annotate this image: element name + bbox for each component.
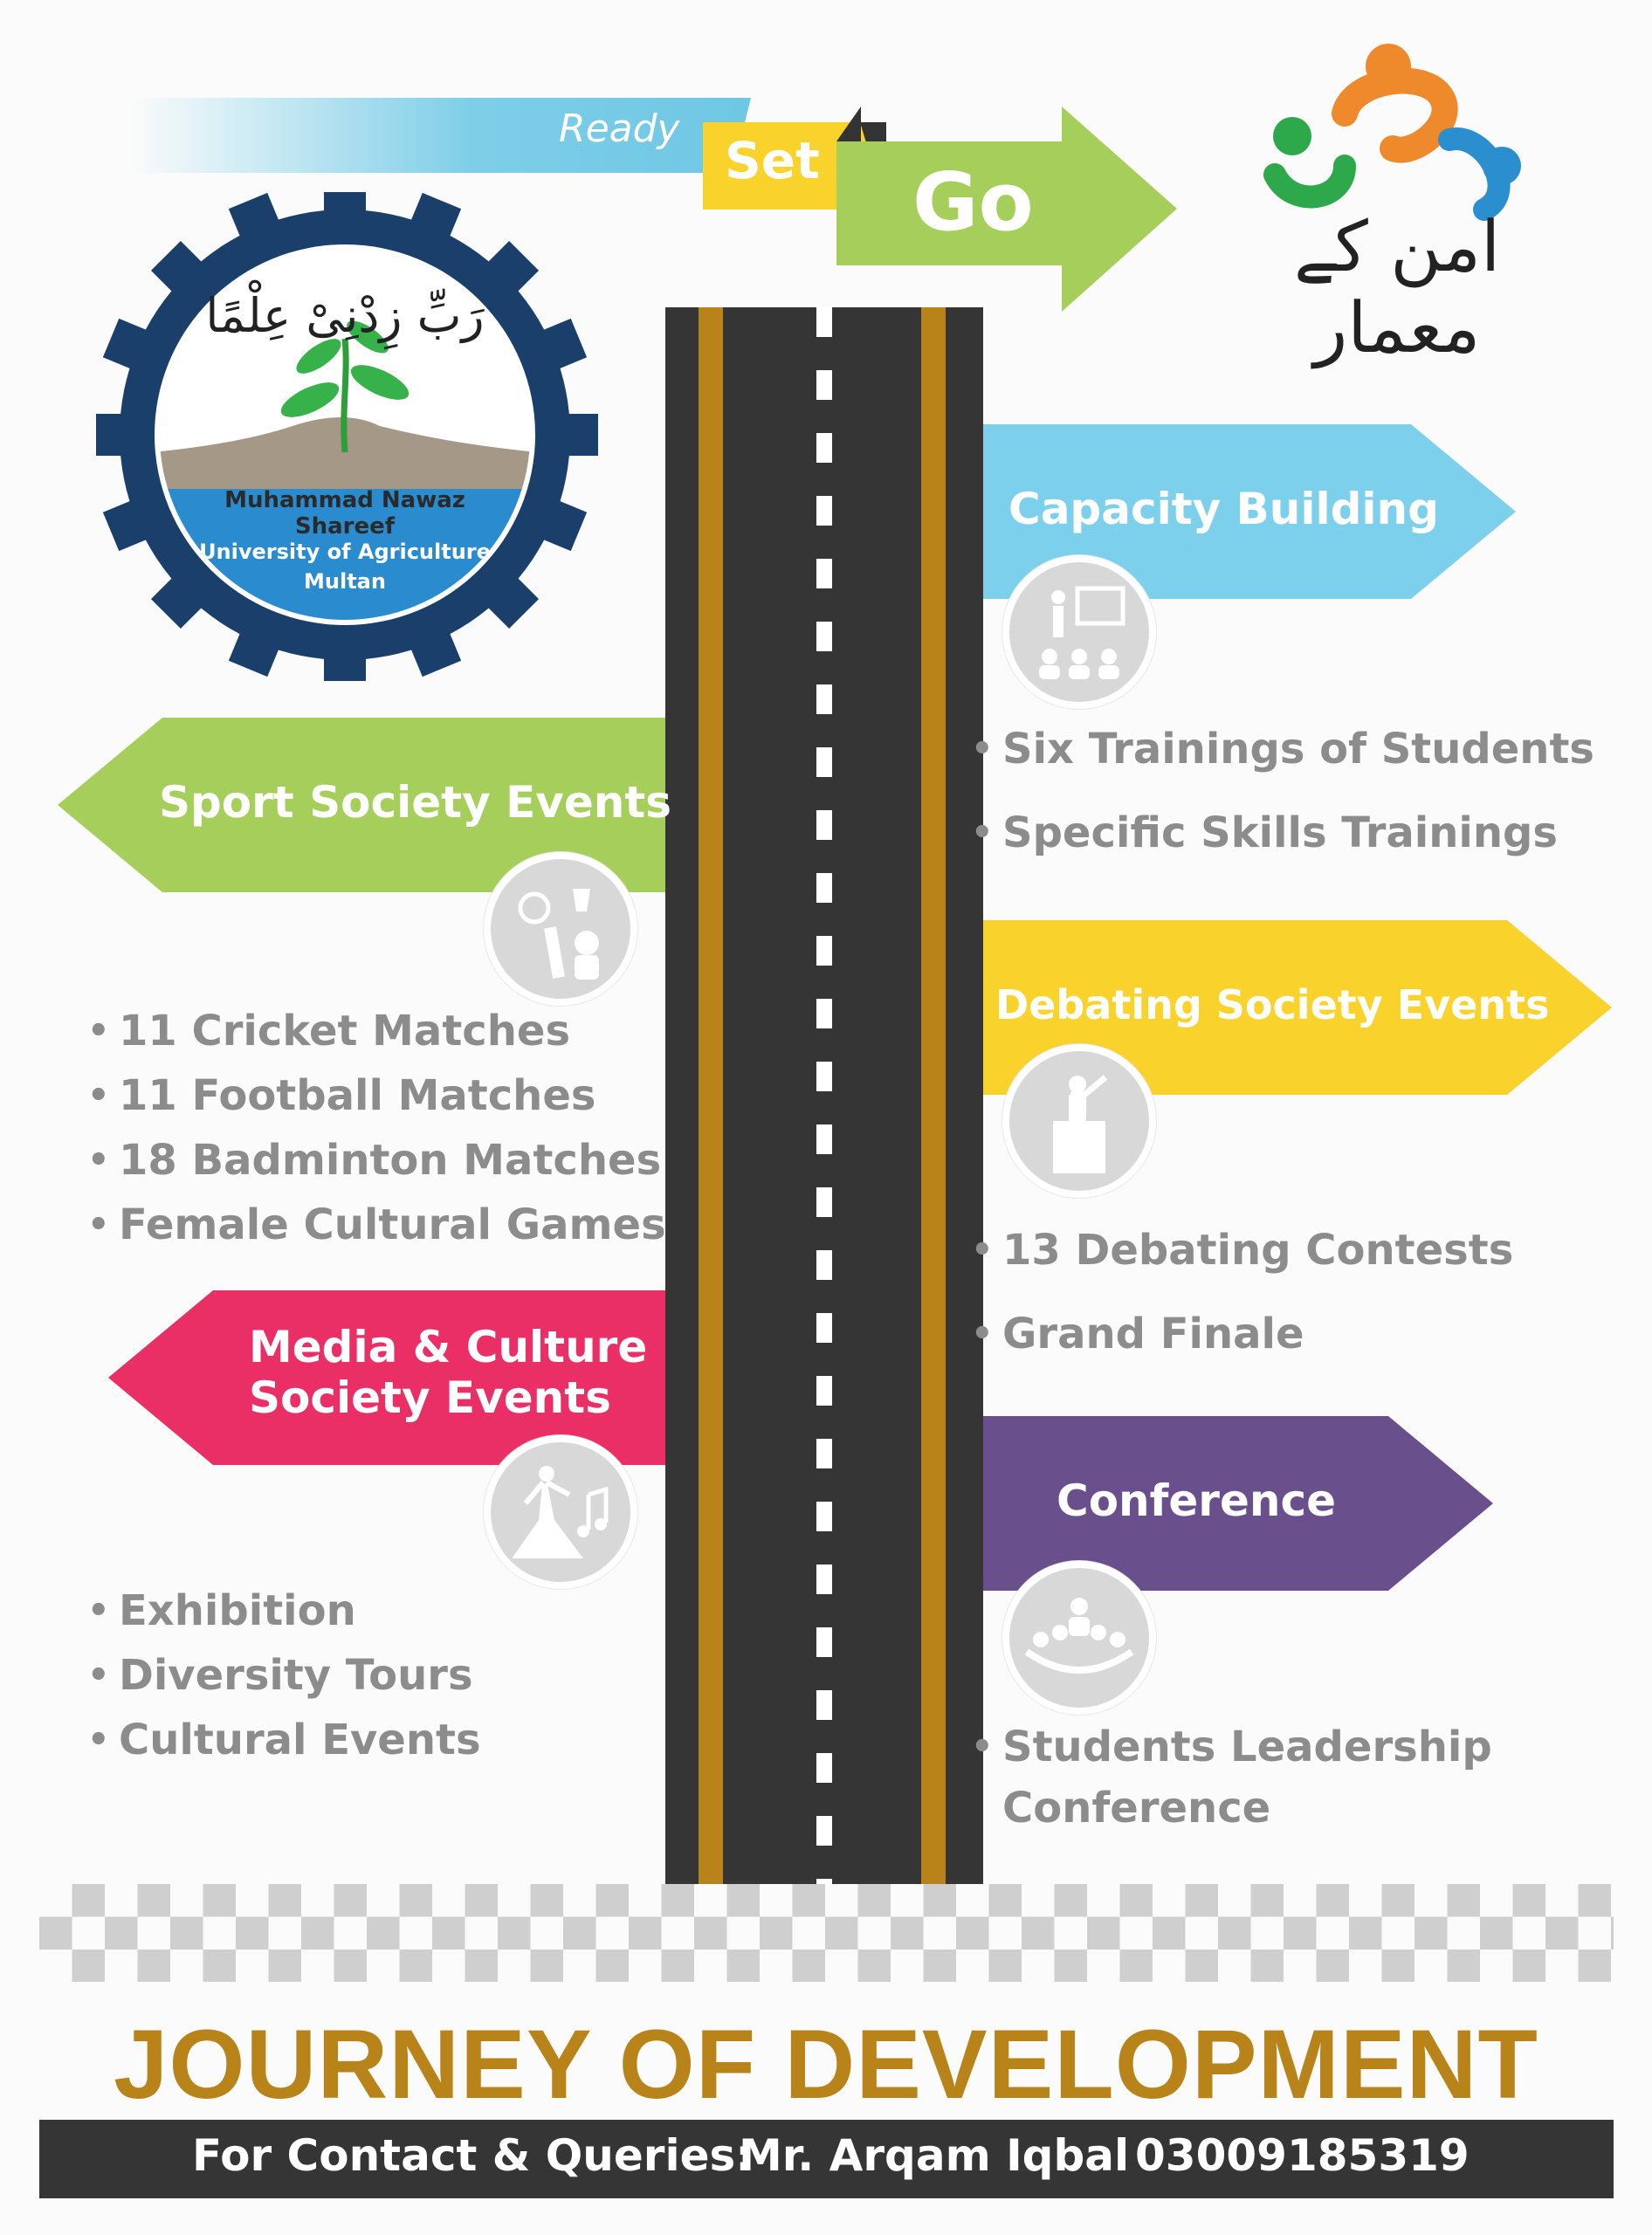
contact-phone: 03009185319	[1135, 2130, 1470, 2181]
conference-audience-icon	[1002, 1561, 1156, 1715]
ready-label: Ready	[559, 107, 680, 151]
aman-logo-text: امن کے معمار	[1293, 206, 1501, 368]
go-label: Go	[912, 155, 1034, 249]
road-center-dashes	[816, 307, 832, 1888]
contact-bar	[39, 2120, 1614, 2198]
list-item: Grand Finale	[971, 1292, 1513, 1376]
media-culture-sign	[108, 1290, 665, 1465]
conference-sign	[983, 1416, 1493, 1591]
plant-icon	[280, 320, 410, 453]
university-name-line2: University of Agriculture	[199, 540, 491, 564]
aman-logo	[1263, 44, 1521, 221]
list-item: Exhibition	[87, 1578, 481, 1643]
conference-title: Conference	[1057, 1475, 1337, 1526]
contact-person: Mr. Arqam Iqbal	[739, 2130, 1130, 2181]
capacity-building-list: Six Trainings of Students Specific Skill…	[971, 707, 1594, 875]
list-item: Specific Skills Trainings	[971, 791, 1594, 875]
media-culture-title-line1: Media & Culture	[249, 1322, 648, 1372]
road-edge-line-left	[699, 307, 723, 1888]
list-item: 18 Badminton Matches	[87, 1128, 666, 1193]
list-item: Cultural Events	[87, 1708, 481, 1772]
list-item-line: Students Leadership	[1002, 1723, 1492, 1771]
list-item: 11 Football Matches	[87, 1063, 666, 1128]
ready-banner	[131, 98, 751, 173]
sport-society-title: Sport Society Events	[159, 777, 671, 828]
contact-label: For Contact & Queries:	[192, 2130, 754, 2181]
capacity-building-title: Capacity Building	[1008, 484, 1439, 534]
list-item: Female Cultural Games	[87, 1193, 666, 1257]
debating-society-list: 13 Debating Contests Grand Finale	[971, 1208, 1513, 1376]
list-item-line: Conference	[1002, 1784, 1271, 1833]
university-name-line3: Multan	[304, 569, 386, 594]
list-item: 13 Debating Contests	[971, 1208, 1513, 1292]
sport-society-sign	[58, 718, 665, 892]
university-logo	[96, 192, 598, 681]
list-item: Diversity Tours	[87, 1643, 481, 1708]
list-item: Students Leadership Conference	[971, 1716, 1492, 1839]
list-item: Six Trainings of Students	[971, 707, 1594, 791]
sport-society-list: 11 Cricket Matches 11 Football Matches 1…	[87, 999, 666, 1257]
road-edge-line-right	[921, 307, 946, 1888]
list-item: 11 Cricket Matches	[87, 999, 666, 1063]
dance-music-icon	[484, 1435, 637, 1589]
podium-speaker-icon	[1002, 1044, 1156, 1198]
checkered-flag	[39, 1884, 1614, 1982]
go-arrow	[836, 107, 1177, 312]
debating-society-sign	[983, 920, 1612, 1095]
page-title: JOURNEY OF DEVELOPMENT	[114, 2010, 1538, 2119]
conference-list: Students Leadership Conference	[971, 1716, 1492, 1839]
capacity-building-sign	[983, 424, 1516, 599]
training-presentation-icon	[1002, 555, 1156, 709]
media-culture-title-line2: Society Events	[249, 1372, 611, 1423]
sports-icon	[484, 852, 637, 1006]
set-label: Set	[725, 131, 820, 190]
university-motto: رَبِّ زِدْنِیْ عِلْمًا	[205, 288, 485, 343]
media-culture-list: Exhibition Diversity Tours Cultural Even…	[87, 1578, 481, 1772]
debating-society-title: Debating Society Events	[995, 981, 1550, 1028]
university-name-line1: Muhammad Nawaz Shareef	[224, 487, 465, 540]
